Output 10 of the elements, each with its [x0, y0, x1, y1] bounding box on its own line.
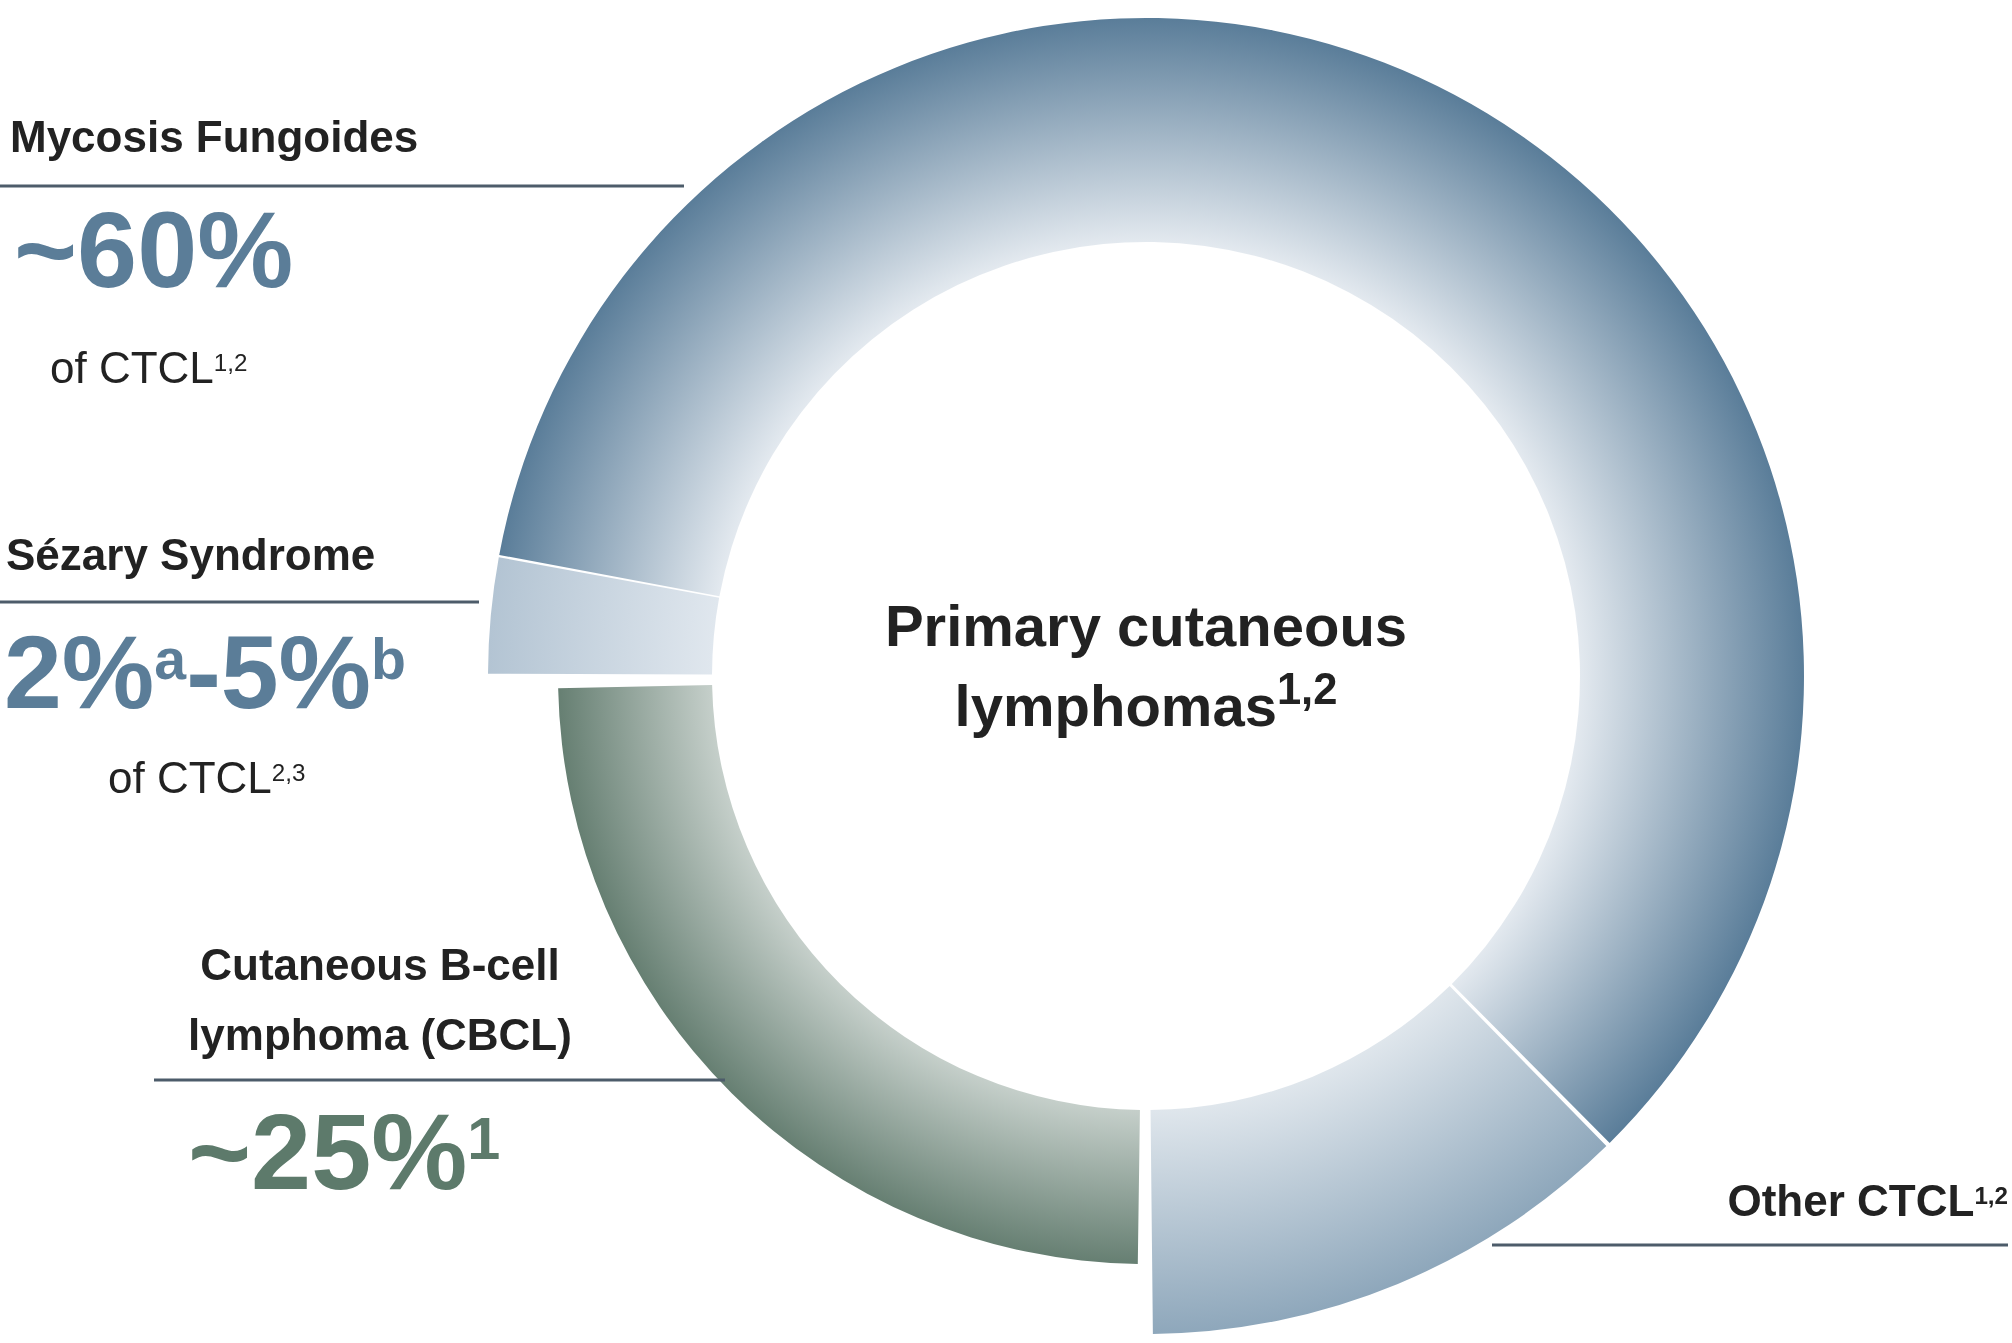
note-text: of CTCL$^{2,3}$ — [108, 752, 306, 804]
percentage-value: ~25%$^{1}$ — [188, 1098, 501, 1206]
note-text: of CTCL$^{1,2}$ — [50, 342, 248, 394]
center-title: Primary cutaneous lymphomas$^{1,2}$ — [846, 586, 1446, 746]
category-heading: Mycosis Fungoides — [10, 111, 419, 163]
category-heading: Other CTCL$^{1,2}$ — [1727, 1175, 2008, 1227]
category-heading: Cutaneous B-cell lymphoma (CBCL) — [187, 939, 573, 1061]
category-heading: Sézary Syndrome — [6, 529, 376, 581]
percentage-value: ~60% — [14, 196, 294, 304]
percentage-value: 2%$^{a}$-5%$^{b}$ — [4, 620, 406, 724]
